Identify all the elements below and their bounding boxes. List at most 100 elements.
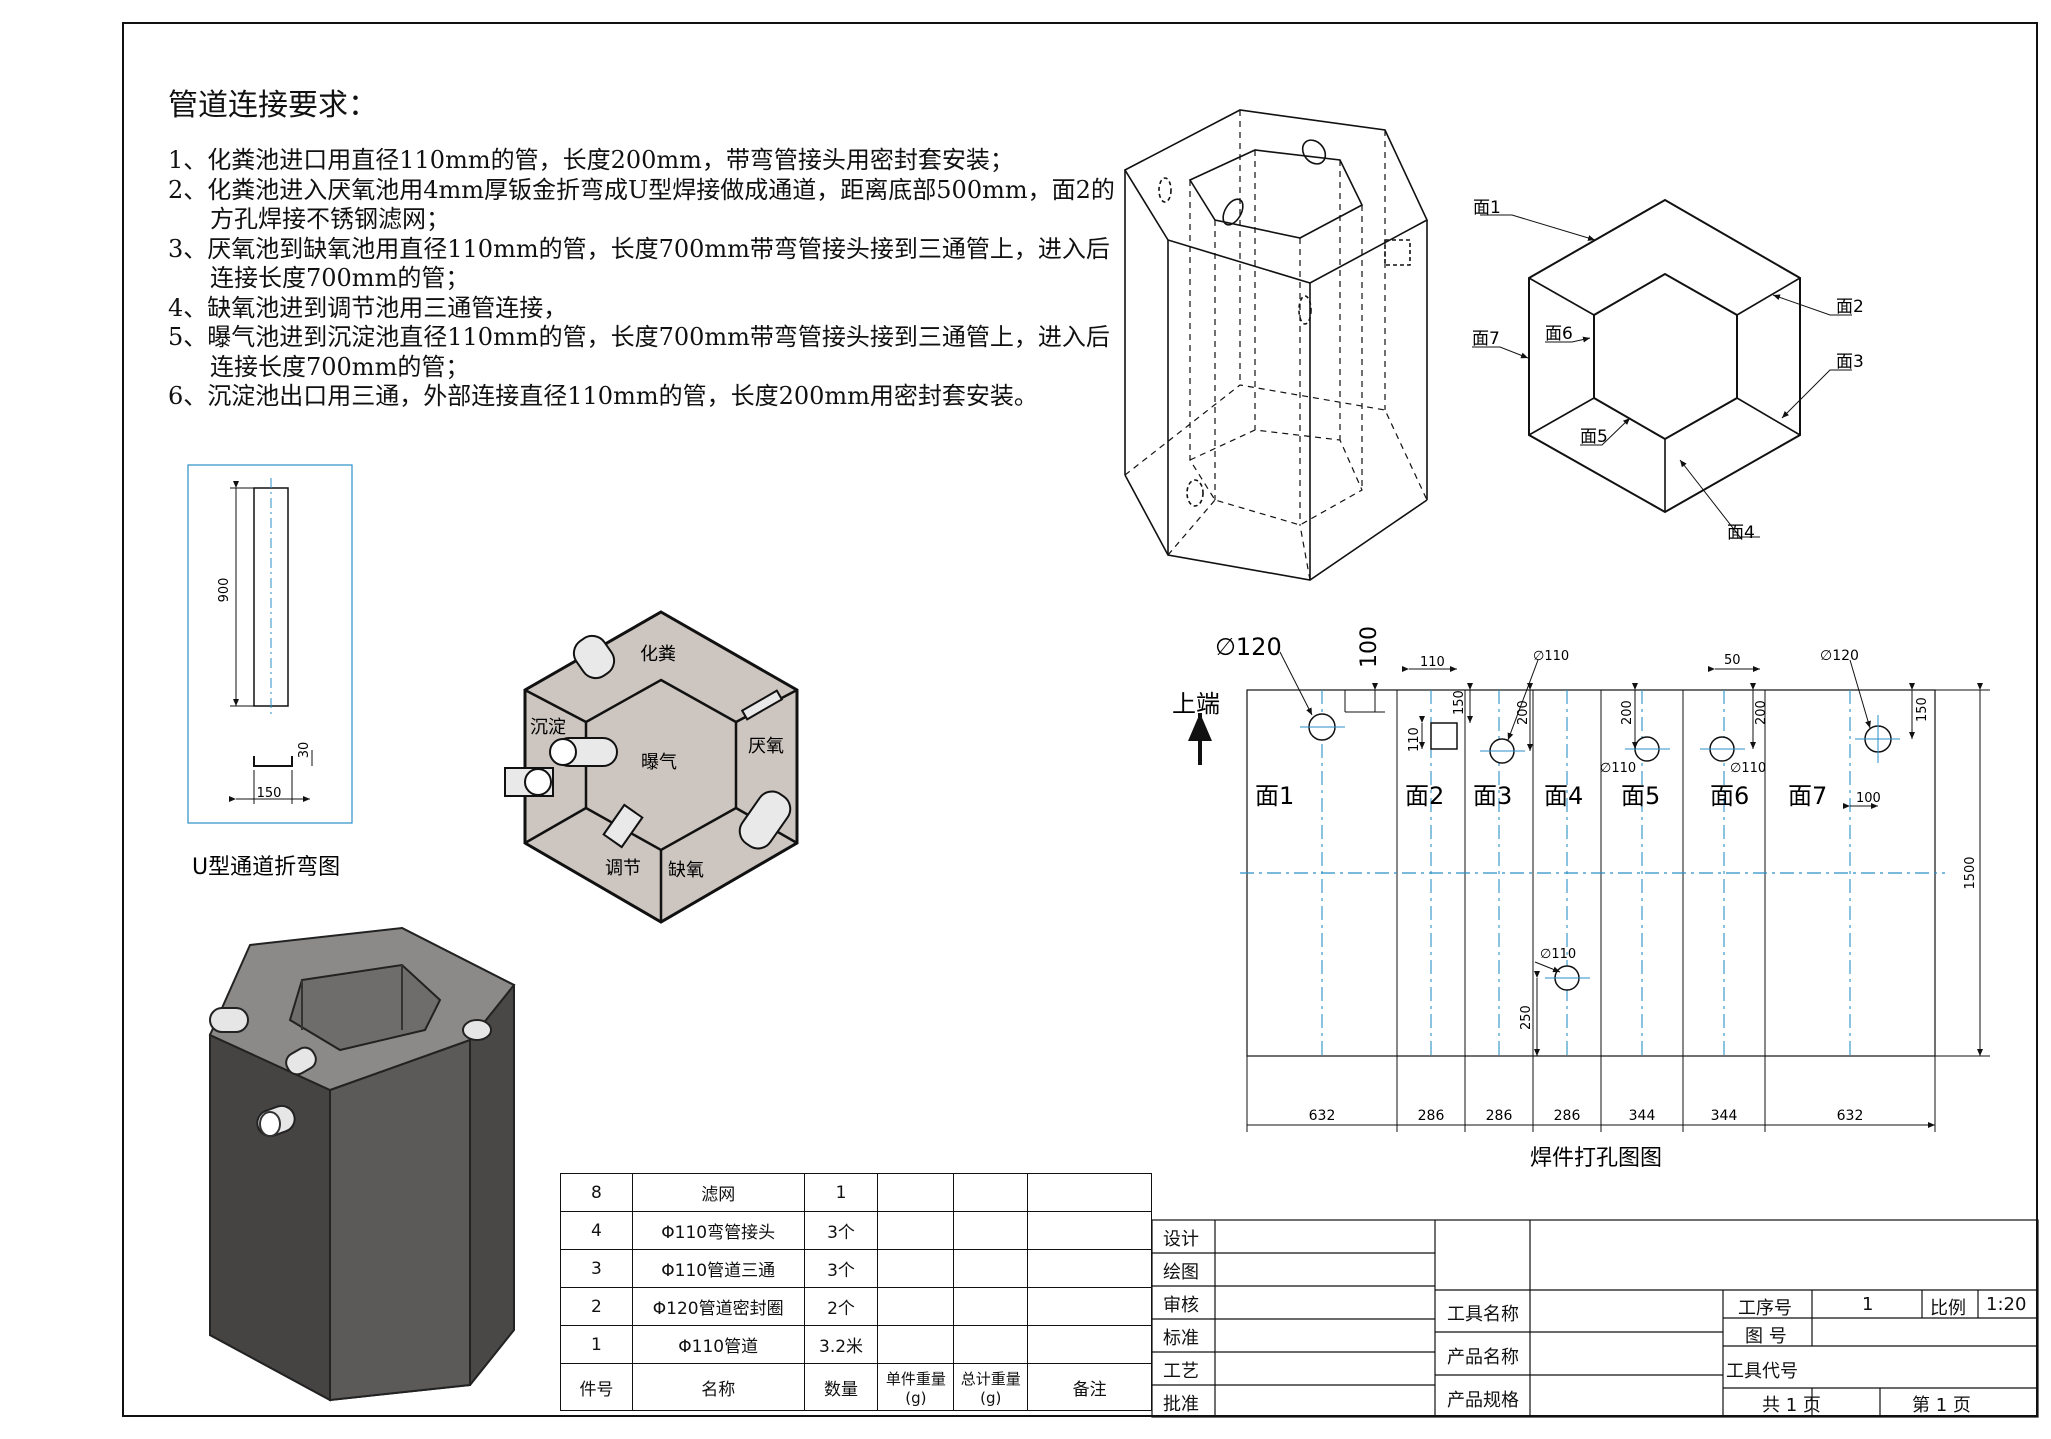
hole-dim-150-a: 150 <box>1452 690 1467 715</box>
hole-up-label: 上端 <box>1172 690 1220 718</box>
hole-dim-150-b: 150 <box>1915 697 1930 722</box>
u-channel-length-dim: 900 <box>217 578 232 603</box>
bom-cell <box>877 1173 955 1212</box>
hole-dim-100-b: 100 <box>1856 791 1881 806</box>
bom-cell: Φ110管道 <box>631 1325 805 1364</box>
title-block-lines <box>1151 1219 2039 1418</box>
sign-label-review: 审核 <box>1163 1295 1199 1316</box>
hole-dim-110-a: 110 <box>1420 655 1445 670</box>
hole-dim-phi110-c: ∅110 <box>1600 761 1636 776</box>
bom-row: 4 Φ110弯管接头 3个 <box>560 1211 1152 1250</box>
panel-label-5: 面5 <box>1621 782 1660 810</box>
bom-header-cell: 单件重量(g) <box>877 1363 955 1411</box>
product-spec-label: 产品规格 <box>1447 1390 1519 1411</box>
hole-dim-200-d: 200 <box>1754 700 1769 725</box>
hole-dim-phi120-a: ∅120 <box>1215 633 1282 661</box>
tool-name-label: 工具名称 <box>1447 1304 1519 1325</box>
bom-cell <box>877 1249 955 1288</box>
bom-header-cell: 总计重量(g) <box>953 1363 1029 1411</box>
drawing-frame <box>122 22 2038 1417</box>
hole-height-dim: 1500 <box>1963 856 1978 889</box>
width-dim-5: 344 <box>1629 1108 1656 1124</box>
bom-cell: 1 <box>803 1173 879 1212</box>
face-label-1: 面1 <box>1473 198 1501 218</box>
panel-label-3: 面3 <box>1473 782 1512 810</box>
u-channel-width-dim: 150 <box>257 786 282 801</box>
bom-cell <box>953 1287 1029 1326</box>
process-no-value: 1 <box>1862 1294 1874 1315</box>
bom-cell: 2个 <box>803 1287 879 1326</box>
hole-dim-110-b: 110 <box>1407 727 1422 752</box>
shaded-tank-3d <box>208 926 516 1402</box>
bom-cell: Φ110弯管接头 <box>631 1211 805 1250</box>
sign-label-approve: 批准 <box>1163 1394 1199 1415</box>
sign-label-standard: 标准 <box>1163 1328 1199 1349</box>
bom-cell: 3个 <box>803 1211 879 1250</box>
total-pages: 共 1 页 <box>1762 1395 1821 1416</box>
bom-header-cell: 名称 <box>631 1363 805 1411</box>
panel-label-7: 面7 <box>1788 782 1827 810</box>
scale-value: 1:20 <box>1986 1294 2027 1315</box>
hole-drawing: 上端 ∅120 100 110 150 ∅110 200 110 ∅110 20… <box>1172 626 1990 1171</box>
bom-header-cell: 件号 <box>560 1363 633 1411</box>
hole-drawing-caption: 焊件打孔图图 <box>1530 1146 1662 1171</box>
bom-cell: 2 <box>560 1287 633 1326</box>
bom-header-cell: 数量 <box>803 1363 879 1411</box>
bom-cell: 1 <box>560 1325 633 1364</box>
zone-label-queyang: 缺氧 <box>668 860 704 881</box>
bom-cell: Φ110管道三通 <box>631 1249 805 1288</box>
face-label-3: 面3 <box>1836 352 1864 372</box>
bom-cell: 滤网 <box>631 1173 805 1212</box>
width-dim-2: 286 <box>1418 1108 1445 1124</box>
requirement-item: 5、曝气池进到沉淀池直径110mm的管，长度700mm带弯管接头接到三通管上，进… <box>168 323 1110 381</box>
panel-label-6: 面6 <box>1710 782 1749 810</box>
page-number: 第 1 页 <box>1912 1395 1971 1416</box>
bom-cell <box>877 1287 955 1326</box>
requirement-item: 6、沉淀池出口用三通，外部连接直径110mm的管，长度200mm用密封套安装。 <box>168 382 1038 410</box>
bom-cell <box>1027 1249 1152 1288</box>
face-label-6: 面6 <box>1545 324 1573 344</box>
face-label-4: 面4 <box>1727 523 1755 543</box>
scale-label: 比例 <box>1930 1298 1966 1319</box>
bom-cell: 3 <box>560 1249 633 1288</box>
process-no-label: 工序号 <box>1738 1298 1792 1319</box>
panel-label-2: 面2 <box>1405 782 1444 810</box>
width-dim-6: 344 <box>1711 1108 1738 1124</box>
hole-dim-phi110-d: ∅110 <box>1730 761 1766 776</box>
bom-cell <box>953 1325 1029 1364</box>
bom-cell <box>953 1173 1029 1212</box>
zone-label-baoqi: 曝气 <box>641 752 677 773</box>
u-channel-height-dim: 30 <box>297 742 312 759</box>
bom-cell <box>1027 1173 1152 1212</box>
width-dim-1: 632 <box>1309 1108 1336 1124</box>
width-dim-7: 632 <box>1837 1108 1864 1124</box>
zone-label-tiaojie: 调节 <box>605 858 641 879</box>
bom-cell: Φ120管道密封圈 <box>631 1287 805 1326</box>
zone-label-chendian: 沉淀 <box>530 717 566 738</box>
width-dim-3: 286 <box>1486 1108 1513 1124</box>
product-name-label: 产品名称 <box>1447 1347 1519 1368</box>
bom-cell <box>1027 1287 1152 1326</box>
hole-dim-200-b: 200 <box>1516 700 1531 725</box>
tool-code-label: 工具代号 <box>1726 1361 1798 1382</box>
requirements-list: 1、化粪池进口用直径110mm的管，长度200mm，带弯管接头用密封套安装； 2… <box>168 146 1128 412</box>
wireframe-tank <box>1123 109 1429 581</box>
u-channel-caption: U型通道折弯图 <box>192 855 340 880</box>
bom-cell <box>877 1211 955 1250</box>
face-label-5: 面5 <box>1580 427 1608 447</box>
bom-cell: 4 <box>560 1211 633 1250</box>
bom-row: 1 Φ110管道 3.2米 <box>560 1325 1152 1364</box>
requirement-item: 4、缺氧池进到调节池用三通管连接， <box>168 293 568 322</box>
sign-label-draw: 绘图 <box>1163 1262 1199 1283</box>
bom-cell <box>953 1211 1029 1250</box>
hole-dim-phi120-b: ∅120 <box>1820 648 1859 664</box>
hole-dim-100-a: 100 <box>1357 626 1382 668</box>
hex-faces-diagram: 面1 面2 面3 面4 面5 面6 面7 <box>1472 198 1864 543</box>
face-label-2: 面2 <box>1836 297 1864 317</box>
hole-dim-phi110-b: ∅110 <box>1533 649 1569 664</box>
bom-cell <box>877 1325 955 1364</box>
panel-label-4: 面4 <box>1544 782 1583 810</box>
bom-header-cell: 备注 <box>1027 1363 1152 1411</box>
bom-row: 8 滤网 1 <box>560 1173 1152 1212</box>
